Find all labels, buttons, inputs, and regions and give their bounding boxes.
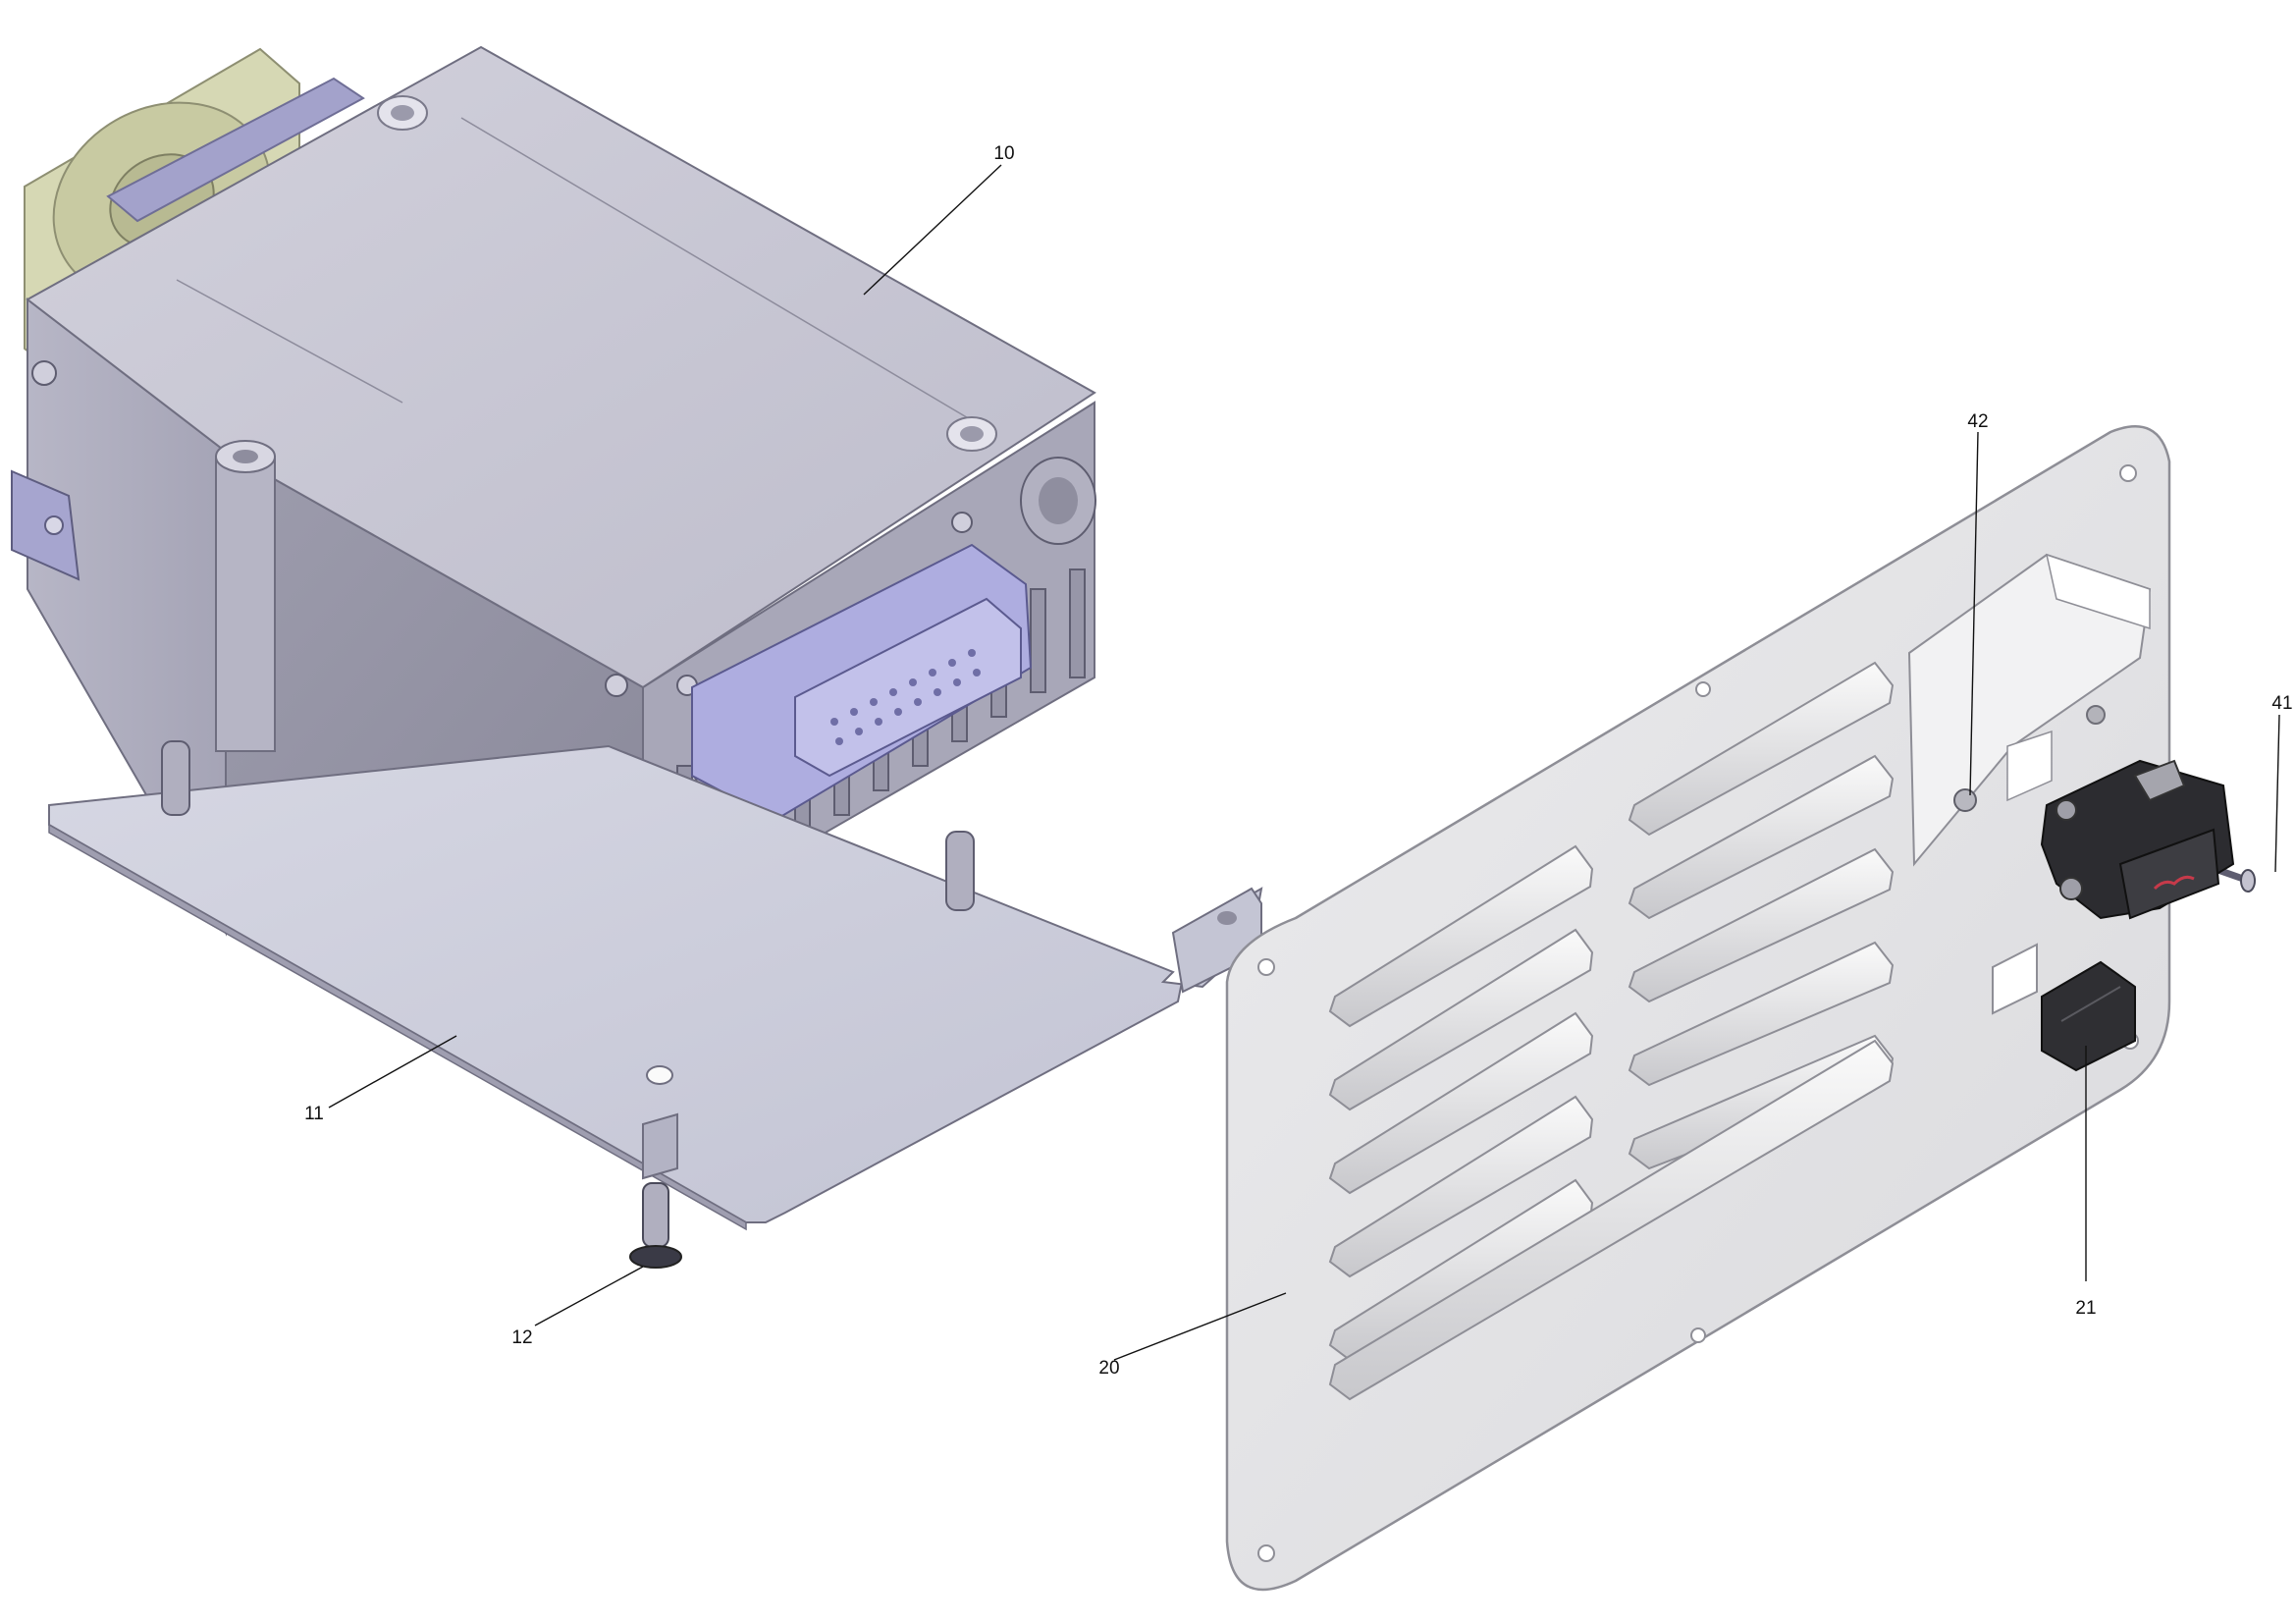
callout-labels: 10 11 12 20 21 41 42 [304, 143, 2292, 1379]
callout-41: 41 [2271, 693, 2292, 714]
louver-slots [1328, 661, 1895, 1401]
toggle-switch [2040, 759, 2235, 920]
callout-20: 20 [1098, 1358, 1119, 1379]
callout-21: 21 [2075, 1298, 2096, 1319]
leader-12 [534, 1266, 644, 1326]
part-21-clip [2041, 960, 2136, 1072]
part-11-base-plate [48, 740, 1263, 1231]
leader-11 [328, 1035, 457, 1109]
callout-12: 12 [511, 1327, 532, 1348]
callout-42: 42 [1967, 411, 1988, 432]
callout-11: 11 [304, 1104, 324, 1124]
leader-lines [328, 164, 2280, 1361]
part-20-vent-panel [1225, 425, 2171, 1592]
switch-hood [1907, 553, 2152, 867]
leader-10 [863, 164, 1002, 296]
part-42-nut [1953, 788, 1977, 812]
leader-41 [2274, 714, 2280, 873]
part-12-screw [629, 1182, 682, 1269]
multi-pin-connector [691, 543, 1033, 822]
leader-20 [1113, 1292, 1287, 1361]
callout-10: 10 [993, 143, 1014, 164]
leader-42 [1969, 431, 1979, 796]
